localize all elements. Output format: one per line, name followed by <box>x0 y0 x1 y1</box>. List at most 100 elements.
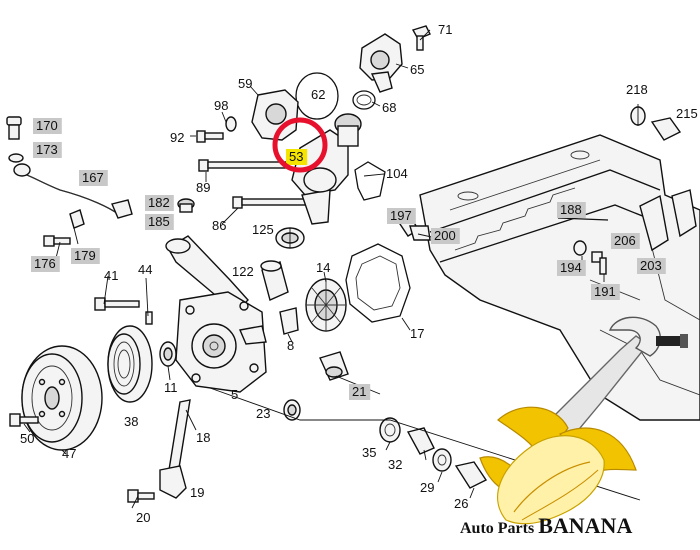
callout-17[interactable]: 17 <box>410 326 424 341</box>
callout-label: 197 <box>390 208 412 223</box>
label-highlight <box>611 233 640 249</box>
callout-41[interactable]: 41 <box>104 268 118 283</box>
callout-label: 59 <box>238 76 252 91</box>
callout-label: 29 <box>420 480 434 495</box>
callout-label: 125 <box>252 222 274 237</box>
callout-53[interactable]: 53 <box>286 149 308 165</box>
callout-21[interactable]: 21 <box>349 384 371 400</box>
lower-hardware <box>127 106 697 503</box>
callout-label: 26 <box>454 496 468 511</box>
callout-label: 62 <box>311 87 325 102</box>
callout-label: 98 <box>214 98 228 113</box>
callout-44[interactable]: 44 <box>138 262 152 277</box>
callout-29[interactable]: 29 <box>420 480 434 495</box>
callout-11[interactable]: 11 <box>164 380 178 395</box>
label-highlight <box>79 170 108 186</box>
callout-92[interactable]: 92 <box>170 130 184 145</box>
callout-label: 194 <box>560 260 582 275</box>
callout-188[interactable]: 188 <box>557 202 586 218</box>
callout-label: 17 <box>410 326 424 341</box>
callout-label: 206 <box>614 233 636 248</box>
callout-label: 68 <box>382 100 396 115</box>
callout-5[interactable]: 5 <box>231 387 238 402</box>
callout-68[interactable]: 68 <box>382 100 396 115</box>
cylinder-head <box>419 134 700 421</box>
callout-89[interactable]: 89 <box>196 180 210 195</box>
callout-185[interactable]: 185 <box>145 214 174 230</box>
callout-215[interactable]: 215 <box>676 106 698 121</box>
callout-50[interactable]: 50 <box>20 431 34 446</box>
label-highlight <box>145 195 174 211</box>
callout-label: 182 <box>148 195 170 210</box>
callout-206[interactable]: 206 <box>611 233 640 249</box>
callout-122[interactable]: 122 <box>232 264 254 279</box>
leader-lines <box>23 29 641 509</box>
callout-125[interactable]: 125 <box>252 222 274 237</box>
label-highlight <box>431 228 460 244</box>
callout-label: 18 <box>196 430 210 445</box>
callout-label: 176 <box>34 256 56 271</box>
callout-32[interactable]: 32 <box>388 457 402 472</box>
label-highlight <box>31 256 60 272</box>
callout-197[interactable]: 197 <box>387 208 416 224</box>
label-highlight <box>349 384 371 400</box>
callout-label: 41 <box>104 268 118 283</box>
label-highlight <box>387 208 416 224</box>
callout-label: 23 <box>256 406 270 421</box>
callout-62[interactable]: 62 <box>311 87 325 102</box>
callout-label: 53 <box>289 149 303 164</box>
callout-203[interactable]: 203 <box>637 258 666 274</box>
callout-20[interactable]: 20 <box>136 510 150 525</box>
small-hardware-left <box>43 198 195 325</box>
callout-19[interactable]: 19 <box>190 485 204 500</box>
callout-label: 19 <box>190 485 204 500</box>
callout-label: 86 <box>212 218 226 233</box>
label-highlight <box>71 248 100 264</box>
callout-label: 65 <box>410 62 424 77</box>
callout-label: 44 <box>138 262 152 277</box>
callout-26[interactable]: 26 <box>454 496 468 511</box>
callout-65[interactable]: 65 <box>410 62 424 77</box>
callout-167[interactable]: 167 <box>79 170 108 186</box>
callout-47[interactable]: 47 <box>62 446 76 461</box>
callout-218[interactable]: 218 <box>626 82 648 97</box>
callout-176[interactable]: 176 <box>31 256 60 272</box>
label-highlight <box>637 258 666 274</box>
callout-label: 89 <box>196 180 210 195</box>
coolant-line-group <box>6 116 133 229</box>
callout-label: 170 <box>36 118 58 133</box>
brand-name: BANANA <box>538 513 632 538</box>
brand-watermark: Auto Parts BANANA <box>460 513 632 538</box>
callout-label: 20 <box>136 510 150 525</box>
selected-label-badge <box>286 149 308 165</box>
callout-182[interactable]: 182 <box>145 195 174 211</box>
callout-label: 203 <box>640 258 662 273</box>
callout-59[interactable]: 59 <box>238 76 252 91</box>
callout-200[interactable]: 200 <box>431 228 460 244</box>
callout-104[interactable]: 104 <box>386 166 408 181</box>
callout-86[interactable]: 86 <box>212 218 226 233</box>
callout-98[interactable]: 98 <box>214 98 228 113</box>
callout-label: 11 <box>164 380 178 395</box>
callout-179[interactable]: 179 <box>71 248 100 264</box>
callout-label: 218 <box>626 82 648 97</box>
callout-170[interactable]: 170 <box>33 118 62 134</box>
callout-label: 188 <box>560 202 582 217</box>
label-highlight <box>33 142 62 158</box>
callout-label: 179 <box>74 248 96 263</box>
callout-191[interactable]: 191 <box>591 284 620 300</box>
label-highlight <box>557 202 586 218</box>
callout-35[interactable]: 35 <box>362 445 376 460</box>
callout-18[interactable]: 18 <box>196 430 210 445</box>
callout-23[interactable]: 23 <box>256 406 270 421</box>
callout-173[interactable]: 173 <box>33 142 62 158</box>
callout-71[interactable]: 71 <box>438 22 452 37</box>
callout-label: 32 <box>388 457 402 472</box>
callout-194[interactable]: 194 <box>557 260 586 276</box>
callout-label: 185 <box>148 214 170 229</box>
callout-14[interactable]: 14 <box>316 260 330 275</box>
callout-8[interactable]: 8 <box>287 338 294 353</box>
callout-38[interactable]: 38 <box>124 414 138 429</box>
